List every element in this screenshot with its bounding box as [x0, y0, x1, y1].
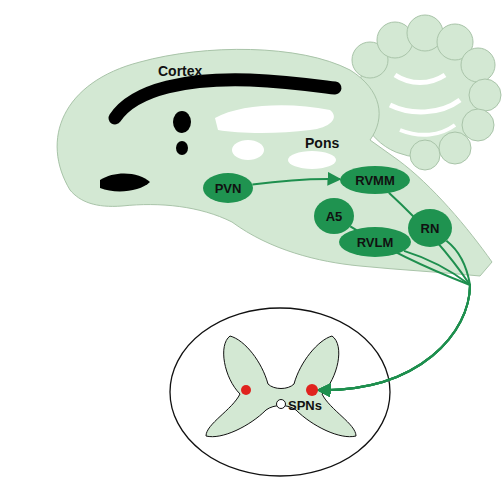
nucleus-ellipse: RN	[408, 209, 452, 247]
nucleus-ellipse: RVLM	[339, 227, 411, 257]
region-label: Cortex	[158, 64, 202, 78]
pathway-arrow	[318, 193, 470, 390]
shape-fill	[306, 384, 318, 396]
node-label: SPNs	[288, 399, 322, 412]
node-label: A5	[326, 210, 343, 223]
nucleus-ellipse: A5	[314, 198, 354, 234]
neuron-dot: SPNs	[306, 384, 318, 396]
nucleus-ellipse: RVMM	[340, 166, 410, 194]
pathway-arrow	[318, 226, 470, 390]
node-label: RVMM	[355, 174, 394, 187]
shape-fill	[203, 173, 253, 203]
node-label: RN	[421, 222, 440, 235]
shape-fill	[339, 227, 411, 257]
node-label: RVLM	[357, 236, 394, 249]
shape-fill	[408, 209, 452, 247]
region-label: Pons	[305, 136, 339, 150]
dot-shape	[306, 384, 318, 396]
pathway-arrow	[252, 179, 340, 185]
pathway-arrow	[318, 251, 470, 390]
shape-fill	[340, 166, 410, 194]
node-label: PVN	[215, 182, 242, 195]
shape-fill	[314, 198, 354, 234]
pathway-arrow	[318, 241, 470, 390]
nucleus-ellipse: PVN	[203, 173, 253, 203]
